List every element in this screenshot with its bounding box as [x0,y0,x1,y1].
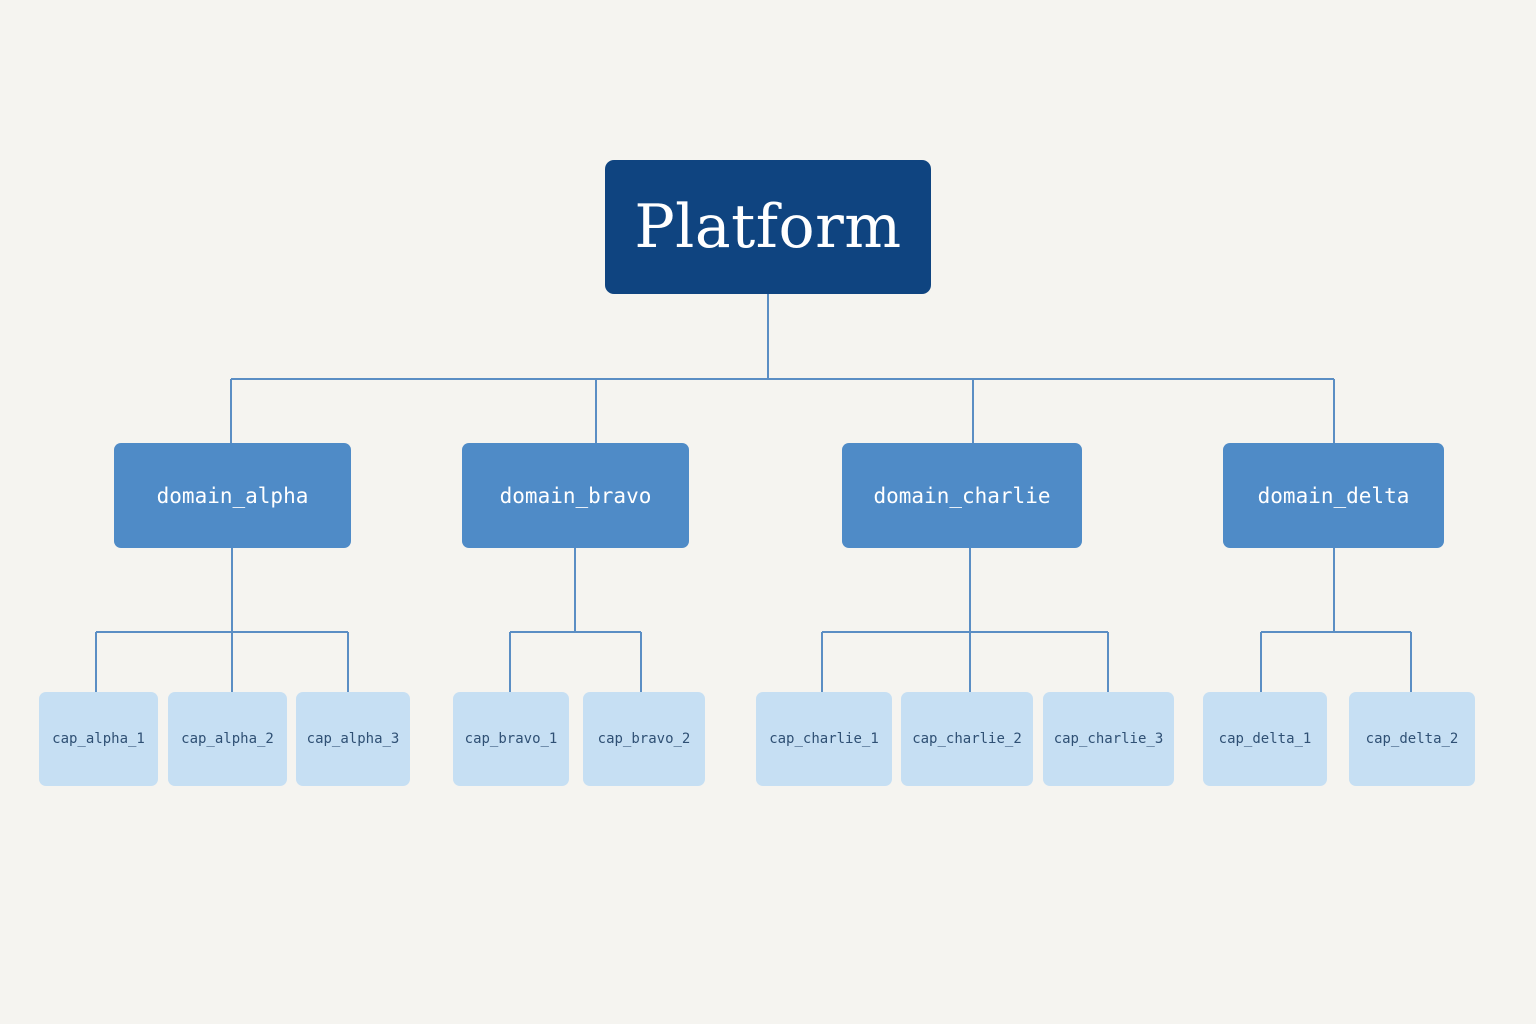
capability-node-label: cap_alpha_3 [306,731,400,747]
capability-node-label: cap_bravo_2 [597,731,691,747]
domain-node-charlie: domain_charlie [842,443,1082,548]
capability-node-alpha-2: cap_alpha_2 [168,692,287,786]
capability-node-alpha-1: cap_alpha_1 [39,692,158,786]
capability-node-label: cap_bravo_1 [464,731,558,747]
capability-node-bravo-2: cap_bravo_2 [583,692,705,786]
domain-node-label: domain_alpha [156,483,309,508]
capability-node-delta-1: cap_delta_1 [1203,692,1327,786]
capability-node-bravo-1: cap_bravo_1 [453,692,569,786]
capability-node-label: cap_charlie_1 [769,731,879,747]
domain-node-delta: domain_delta [1223,443,1444,548]
capability-node-label: cap_delta_2 [1365,731,1459,747]
capability-node-charlie-3: cap_charlie_3 [1043,692,1174,786]
capability-node-label: cap_charlie_2 [912,731,1022,747]
capability-node-charlie-1: cap_charlie_1 [756,692,892,786]
domain-node-label: domain_delta [1257,483,1410,508]
domain-node-bravo: domain_bravo [462,443,689,548]
capability-node-label: cap_alpha_1 [52,731,145,747]
capability-node-label: cap_delta_1 [1218,731,1312,747]
domain-node-label: domain_charlie [873,483,1051,508]
capability-node-alpha-3: cap_alpha_3 [296,692,410,786]
capability-node-label: cap_charlie_3 [1053,731,1164,747]
domain-node-alpha: domain_alpha [114,443,351,548]
domain-node-label: domain_bravo [499,483,652,508]
capability-node-delta-2: cap_delta_2 [1349,692,1475,786]
root-node-label: Platform [634,192,902,262]
capability-node-label: cap_alpha_2 [181,731,274,747]
capability-node-charlie-2: cap_charlie_2 [901,692,1033,786]
root-node-platform: Platform [605,160,931,294]
